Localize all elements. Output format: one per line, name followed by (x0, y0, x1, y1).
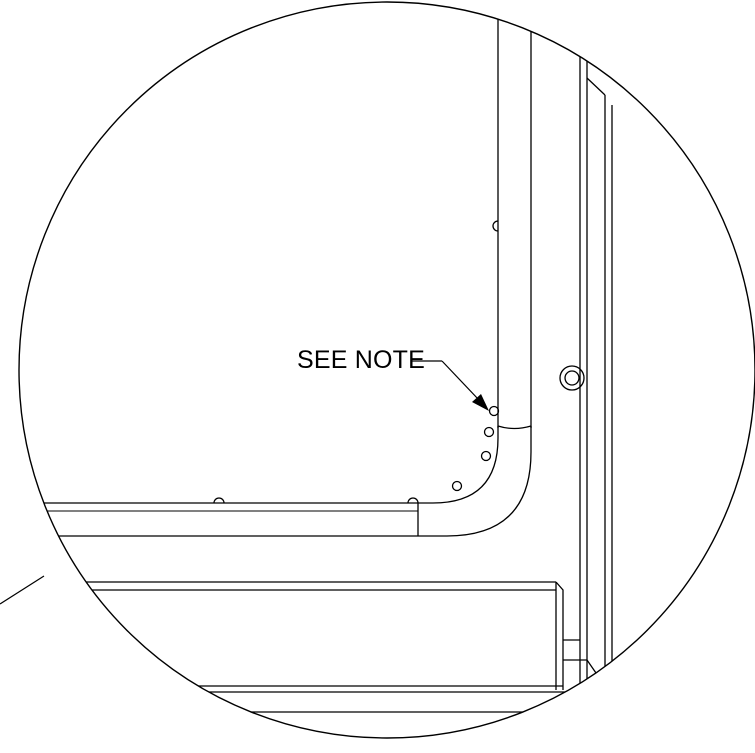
detail-boundary-circle (18, 1, 755, 739)
weld-spot-5 (483, 426, 495, 438)
vertical-rail-end-cap (497, 425, 532, 430)
right-frame-line-5 (586, 77, 606, 96)
weld-spot-4 (488, 405, 500, 417)
weld-spot-1 (213, 497, 225, 504)
weld-spot-7 (451, 480, 463, 492)
weld-spot-3 (492, 220, 499, 232)
see-note-leader-arrowhead (472, 394, 489, 411)
elbow-inner-curve (418, 426, 499, 504)
base-right-corner (555, 581, 564, 690)
weld-spot-2 (407, 497, 419, 504)
bolt-head-outer (559, 365, 585, 391)
see-note-callout-label: SEE NOTE (297, 346, 425, 374)
detail-leader-line (0, 575, 45, 605)
bolt-head-inner (564, 370, 580, 386)
elbow-outer-curve (418, 426, 532, 537)
weld-spot-6 (480, 450, 492, 462)
see-note-leader-line (441, 360, 480, 401)
